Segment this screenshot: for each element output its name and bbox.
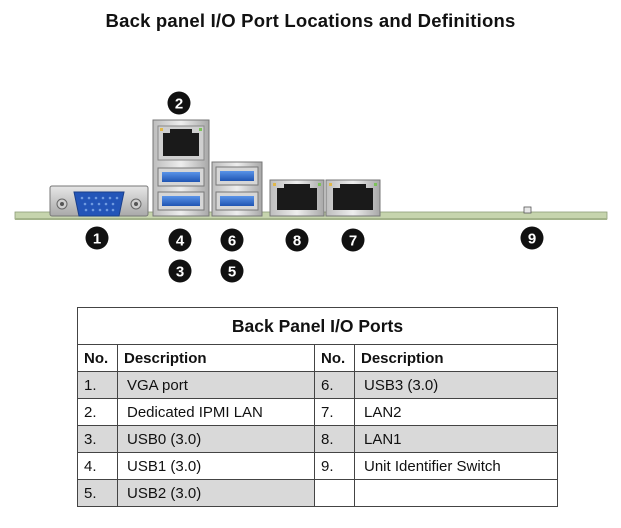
lan1-port <box>269 179 325 217</box>
row-description: Unit Identifier Switch <box>354 452 558 480</box>
row-description: USB3 (3.0) <box>354 371 558 399</box>
table-caption: Back Panel I/O Ports <box>77 307 558 345</box>
table-row: 1. VGA port 6. USB3 (3.0) <box>77 371 558 399</box>
svg-text:3: 3 <box>176 264 184 281</box>
header-no-left: No. <box>77 344 118 372</box>
svg-text:1: 1 <box>93 231 101 248</box>
callout-8: 8 <box>285 228 309 252</box>
page-title: Back panel I/O Port Locations and Defini… <box>105 10 516 31</box>
lan2-port <box>325 179 381 217</box>
row-no: 6. <box>314 371 355 399</box>
callout-5: 5 <box>220 259 244 283</box>
row-no: 8. <box>314 425 355 453</box>
row-description: VGA port <box>117 371 315 399</box>
callout-4: 4 <box>168 228 192 252</box>
svg-text:9: 9 <box>528 231 536 248</box>
callout-6: 6 <box>220 228 244 252</box>
row-no <box>314 479 355 507</box>
usb-port-4 <box>157 167 205 187</box>
header-no-right: No. <box>314 344 355 372</box>
callout-1: 1 <box>85 226 109 250</box>
row-no: 1. <box>77 371 118 399</box>
svg-text:2: 2 <box>175 96 183 113</box>
row-description: LAN1 <box>354 425 558 453</box>
table-row: 5. USB2 (3.0) <box>77 479 558 507</box>
row-description: Dedicated IPMI LAN <box>117 398 315 426</box>
usb-port-3 <box>157 191 205 211</box>
table-header-row: No. Description No. Description <box>77 344 558 372</box>
callout-7: 7 <box>341 228 365 252</box>
usb-port-6 <box>215 166 259 186</box>
back-panel-diagram: 1 2 4 3 6 5 8 7 9 <box>14 91 608 283</box>
svg-text:4: 4 <box>176 233 185 250</box>
table-caption-row: Back Panel I/O Ports <box>77 307 558 345</box>
vga-port <box>49 185 149 217</box>
header-description-left: Description <box>117 344 315 372</box>
svg-text:7: 7 <box>349 233 357 250</box>
uid-switch <box>523 206 532 214</box>
row-description <box>354 479 558 507</box>
table-row: 3. USB0 (3.0) 8. LAN1 <box>77 425 558 453</box>
row-no: 2. <box>77 398 118 426</box>
row-description: USB0 (3.0) <box>117 425 315 453</box>
svg-text:6: 6 <box>228 233 236 250</box>
callout-2: 2 <box>167 91 191 115</box>
row-no: 9. <box>314 452 355 480</box>
header-description-right: Description <box>354 344 558 372</box>
row-description: LAN2 <box>354 398 558 426</box>
usb-port-5 <box>215 191 259 211</box>
row-no: 4. <box>77 452 118 480</box>
io-ports-table: Back Panel I/O Ports No. Description No.… <box>77 307 558 507</box>
svg-text:8: 8 <box>293 233 301 250</box>
callout-3: 3 <box>168 259 192 283</box>
row-no: 3. <box>77 425 118 453</box>
row-no: 7. <box>314 398 355 426</box>
table-row: 4. USB1 (3.0) 9. Unit Identifier Switch <box>77 452 558 480</box>
row-description: USB2 (3.0) <box>117 479 315 507</box>
table-row: 2. Dedicated IPMI LAN 7. LAN2 <box>77 398 558 426</box>
svg-text:5: 5 <box>228 264 236 281</box>
row-description: USB1 (3.0) <box>117 452 315 480</box>
row-no: 5. <box>77 479 118 507</box>
callout-9: 9 <box>520 226 544 250</box>
